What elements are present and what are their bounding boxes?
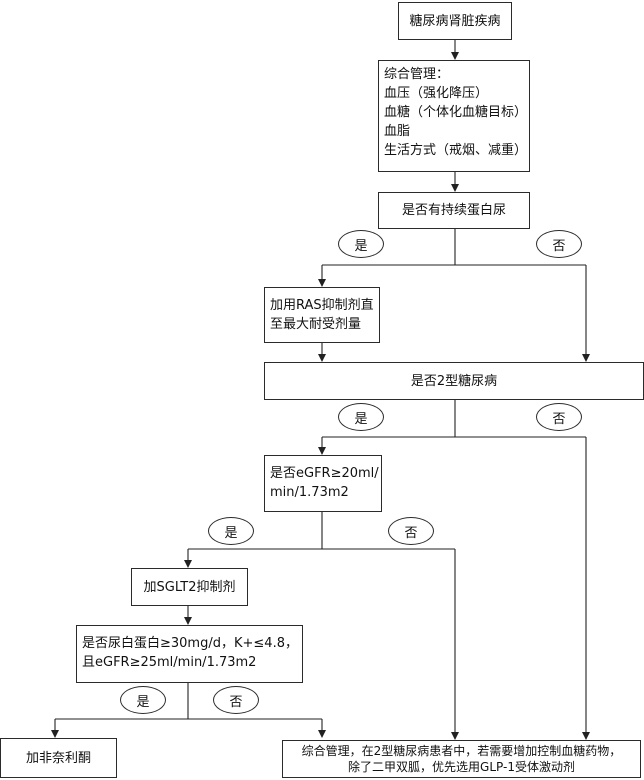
management-heading: 综合管理： bbox=[384, 67, 450, 82]
management-item: 血糖（个体化血糖目标） bbox=[384, 105, 528, 120]
albumin-question-node: 是否尿白蛋白≥30mg/d，K+≤4.8， 且eGFR≥25ml/min/1.7… bbox=[76, 625, 303, 683]
egfr-question-line: min/1.73m2 bbox=[270, 485, 349, 500]
egfr-no-label: 否 bbox=[388, 517, 434, 545]
proteinuria-question-text: 是否有持续蛋白尿 bbox=[401, 203, 506, 218]
management-item: 生活方式（戒烟、减重） bbox=[384, 143, 528, 158]
finerenone-node: 加非奈利酮 bbox=[0, 738, 117, 778]
ras-text-line: 至最大耐受剂量 bbox=[270, 317, 362, 332]
start-node: 糖尿病肾脏疾病 bbox=[398, 2, 512, 40]
proteinuria-yes-label: 是 bbox=[338, 230, 384, 258]
albumin-yes-label: 是 bbox=[120, 686, 166, 714]
albumin-question-line: 是否尿白蛋白≥30mg/d，K+≤4.8， bbox=[82, 636, 298, 651]
proteinuria-no-label: 否 bbox=[536, 230, 582, 258]
egfr-yes-label: 是 bbox=[208, 517, 254, 545]
sglt2-node: 加SGLT2抑制剂 bbox=[131, 568, 248, 606]
management-item: 血脂 bbox=[384, 124, 411, 139]
proteinuria-question-node: 是否有持续蛋白尿 bbox=[378, 192, 530, 229]
ras-text-line: 加用RAS抑制剂直 bbox=[270, 298, 374, 313]
type2-question-text: 是否2型糖尿病 bbox=[410, 373, 498, 389]
albumin-question-line: 且eGFR≥25ml/min/1.73m2 bbox=[82, 655, 257, 670]
management-node: 综合管理： 血压（强化降压） 血糖（个体化血糖目标） 血脂 生活方式（戒烟、减重… bbox=[378, 60, 530, 172]
finerenone-text: 加非奈利酮 bbox=[25, 750, 91, 766]
management-item: 血压（强化降压） bbox=[384, 86, 489, 101]
type2-no-label: 否 bbox=[536, 403, 582, 431]
albumin-no-label: 否 bbox=[213, 686, 259, 714]
final-management-line: 除了二甲双胍，优先选用GLP-1受体激动剂 bbox=[348, 760, 575, 774]
egfr-question-line: 是否eGFR≥20ml/ bbox=[270, 466, 379, 481]
start-text: 糖尿病肾脏疾病 bbox=[409, 13, 501, 29]
sglt2-text: 加SGLT2抑制剂 bbox=[143, 579, 236, 595]
type2-question-node: 是否2型糖尿病 bbox=[264, 362, 644, 400]
final-management-line: 综合管理，在2型糖尿病患者中，若需要增加控制血糖药物， bbox=[301, 744, 622, 758]
egfr-question-node: 是否eGFR≥20ml/ min/1.73m2 bbox=[264, 455, 382, 512]
type2-yes-label: 是 bbox=[338, 403, 384, 431]
final-management-node: 综合管理，在2型糖尿病患者中，若需要增加控制血糖药物， 除了二甲双胍，优先选用G… bbox=[282, 740, 641, 778]
ras-inhibitor-node: 加用RAS抑制剂直 至最大耐受剂量 bbox=[264, 287, 380, 343]
